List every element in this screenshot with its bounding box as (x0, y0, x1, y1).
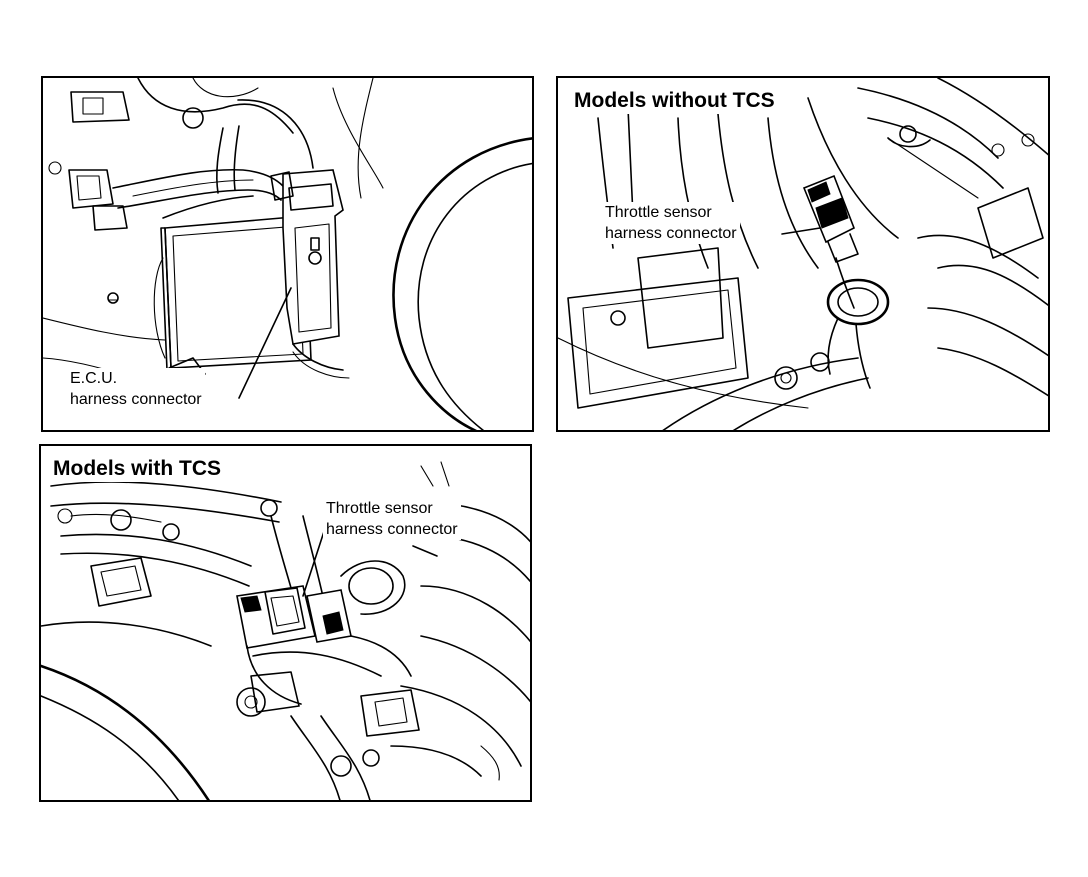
callout-line-2: harness connector (605, 225, 737, 242)
without-tcs-heading: Models without TCS (570, 88, 779, 114)
with-tcs-panel: Models with TCS Throttle sensor harness … (39, 444, 532, 802)
callout-line-1: Throttle sensor (326, 500, 433, 517)
without-tcs-illustration (558, 78, 1048, 430)
callout-line-1: E.C.U. (70, 370, 118, 387)
callout-line-2: harness connector (326, 521, 458, 538)
ecu-harness-connector-callout: E.C.U. harness connector (67, 368, 205, 410)
with-tcs-illustration (41, 461, 530, 800)
without-tcs-panel: Models without TCS Throttle sensor harne… (556, 76, 1050, 432)
callout-line-2: harness connector (70, 391, 202, 408)
with-tcs-heading: Models with TCS (49, 456, 225, 482)
without-tcs-sensor-callout: Throttle sensor harness connector (602, 202, 740, 244)
ecu-panel: E.C.U. harness connector (41, 76, 534, 432)
with-tcs-sensor-callout: Throttle sensor harness connector (323, 498, 461, 540)
callout-line-1: Throttle sensor (605, 204, 712, 221)
ecu-illustration (43, 78, 532, 430)
